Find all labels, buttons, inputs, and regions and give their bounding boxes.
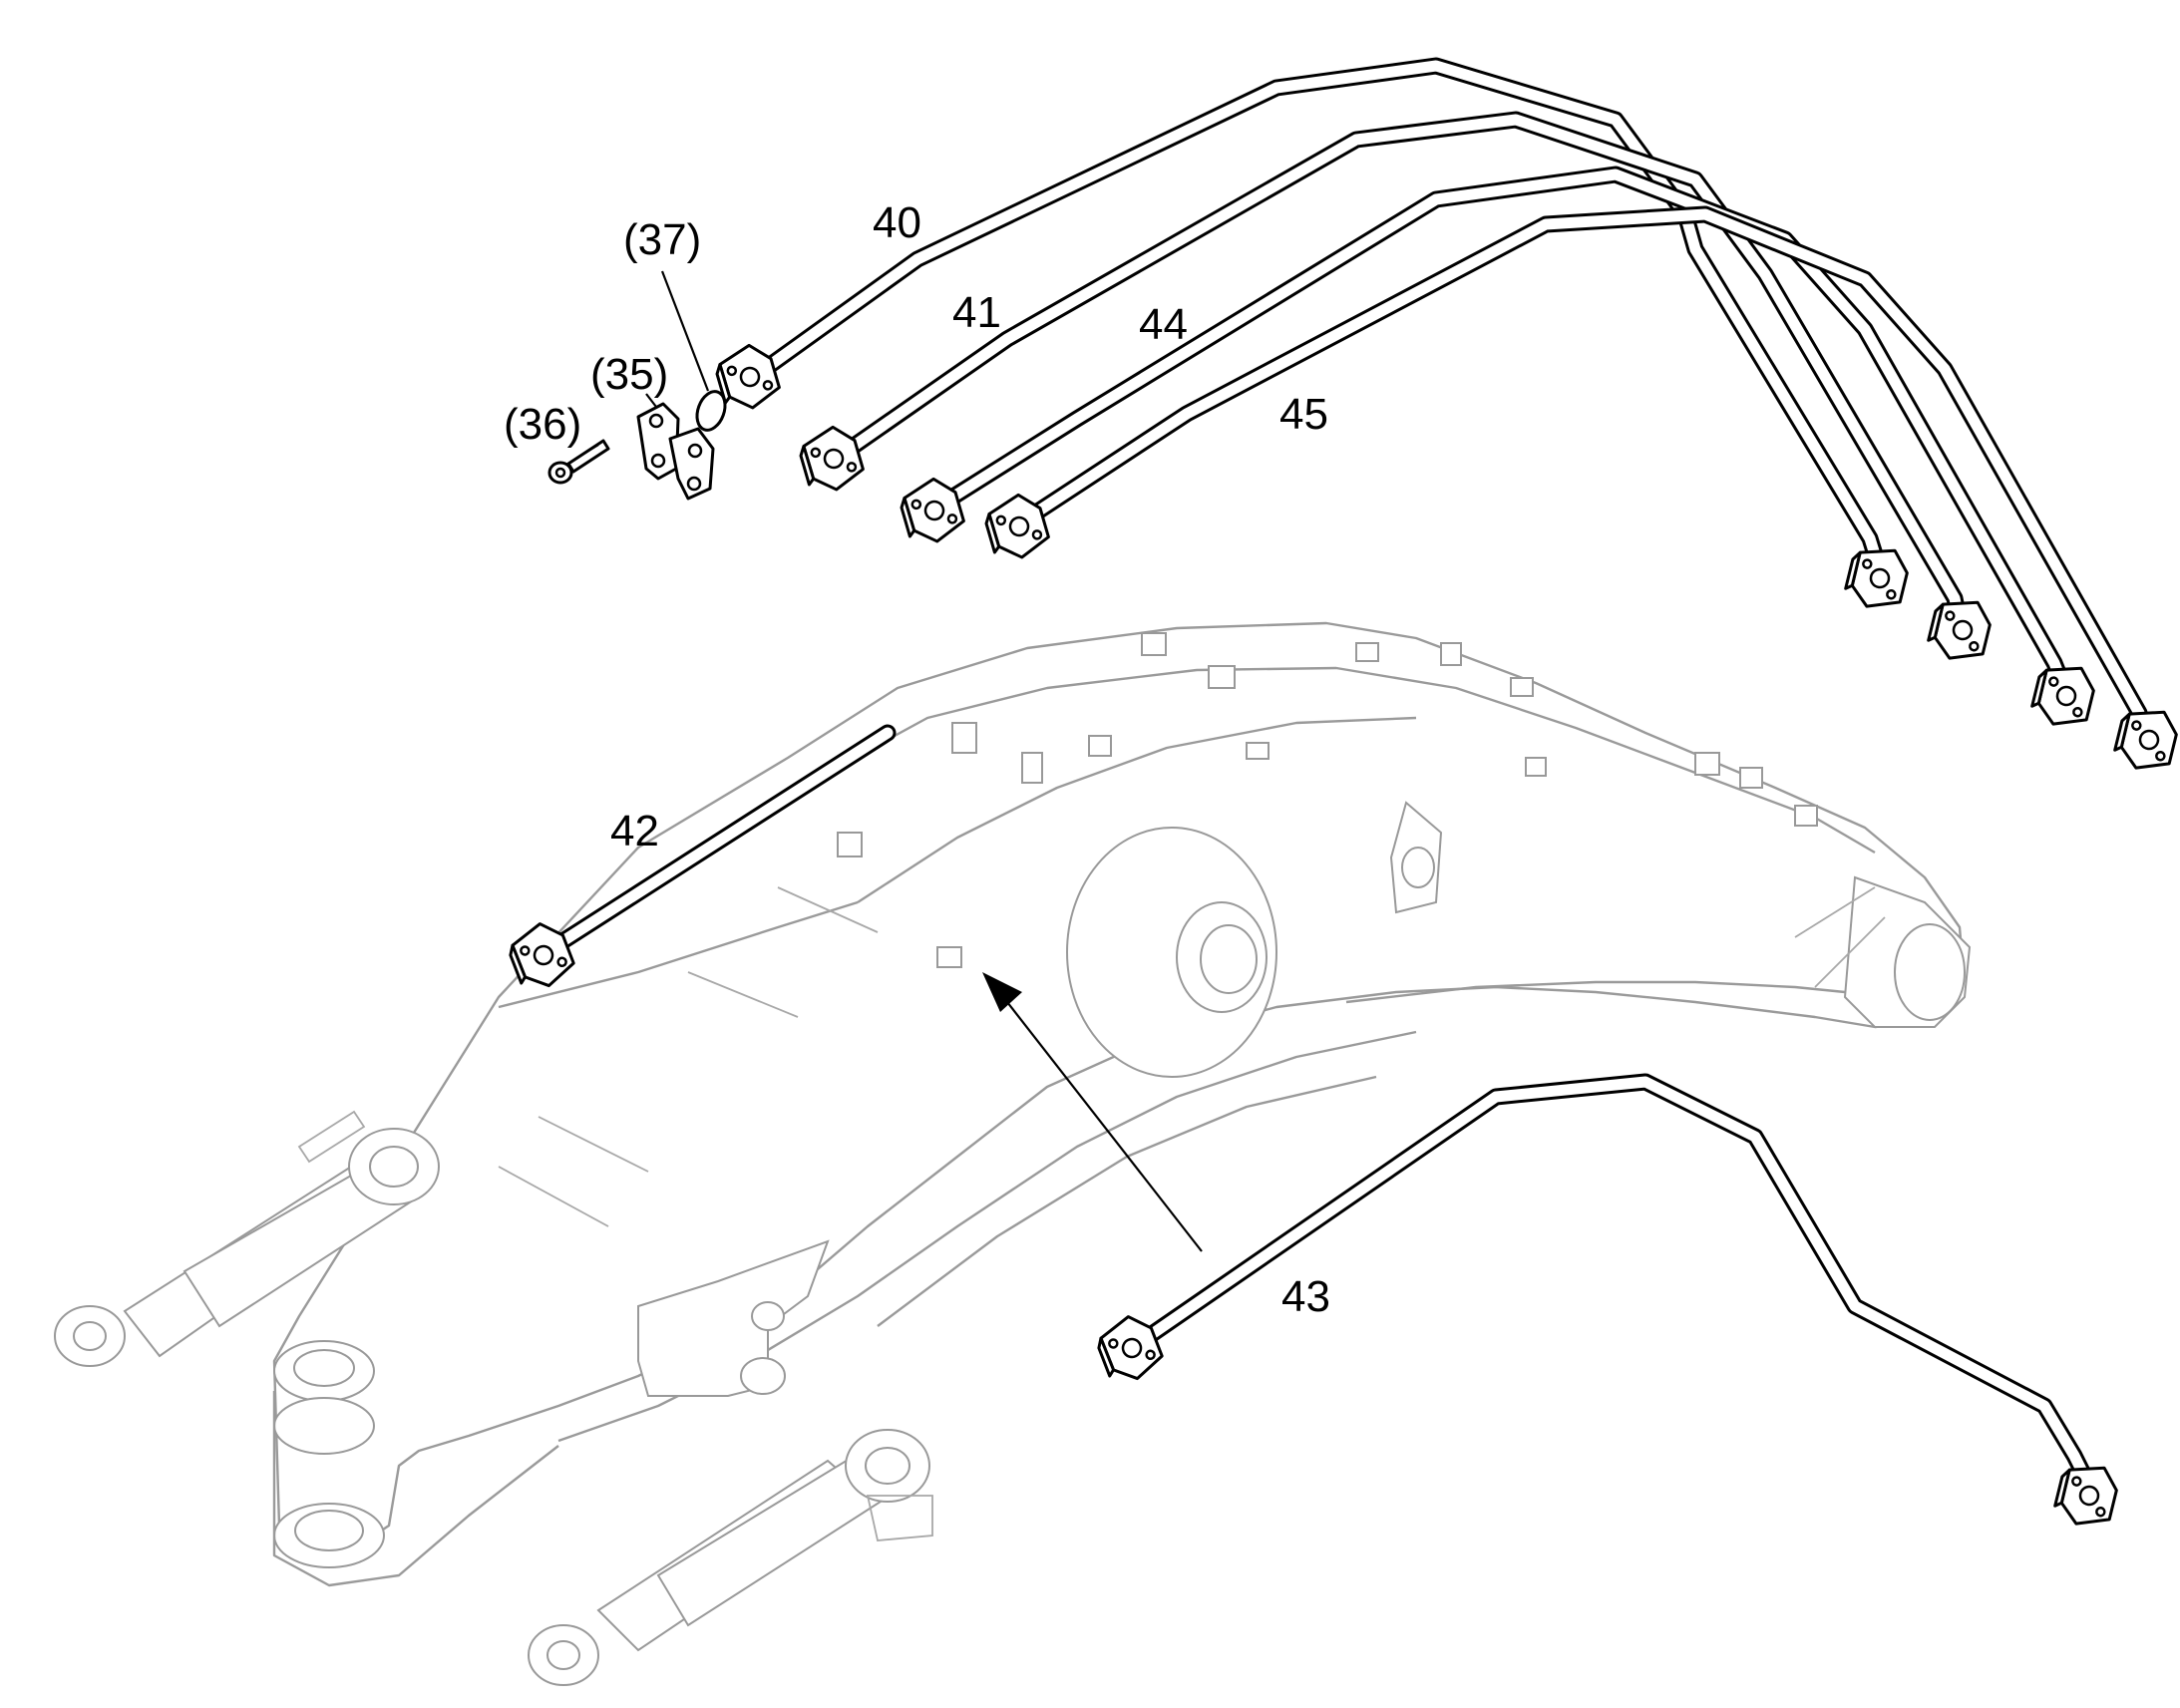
pipe-43 <box>1088 1073 2122 1532</box>
locator-arrow-head <box>982 972 1022 1012</box>
callout-35: (35) <box>590 350 668 399</box>
boom-cylinder-lower <box>528 1429 933 1686</box>
pipe-41-end-flange-left <box>792 420 871 500</box>
split-flange-half-35 <box>636 402 715 501</box>
callout-36: (36) <box>504 400 581 449</box>
pipe-42 <box>500 724 897 998</box>
callout-43: 43 <box>1281 1272 1330 1321</box>
locator-arrow-line <box>1006 1001 1203 1252</box>
pipe-45-end-flange-right <box>2110 703 2180 776</box>
boom-cylinder-upper <box>54 1110 440 1367</box>
pipe-41 <box>792 111 1996 666</box>
callout-40: 40 <box>873 198 921 247</box>
o-ring-37 <box>695 390 727 432</box>
leader-35 <box>645 393 657 408</box>
pipe-43-end-flange-right <box>2050 1459 2122 1532</box>
pipe-41-end-flange-right <box>1924 593 1996 666</box>
callout-41: 41 <box>952 288 1001 337</box>
pipe-40 <box>708 57 1913 614</box>
callout-45: 45 <box>1279 390 1328 439</box>
leader-36 <box>582 444 599 455</box>
boom-pivot-cone <box>1066 827 1277 1078</box>
pipe-40-end-flange-right <box>1841 541 1913 614</box>
pipe-45 <box>977 205 2180 776</box>
arm-pivot-bore <box>1894 923 1966 1021</box>
boom-weld-tabs <box>837 632 1818 968</box>
leader-37 <box>660 270 710 392</box>
callout-42: 42 <box>610 807 659 855</box>
callout-37: (37) <box>623 215 701 264</box>
pipe-44-end-flange-right <box>2027 659 2099 732</box>
boom-assembly <box>272 621 1972 1587</box>
callout-44: 44 <box>1139 300 1188 349</box>
